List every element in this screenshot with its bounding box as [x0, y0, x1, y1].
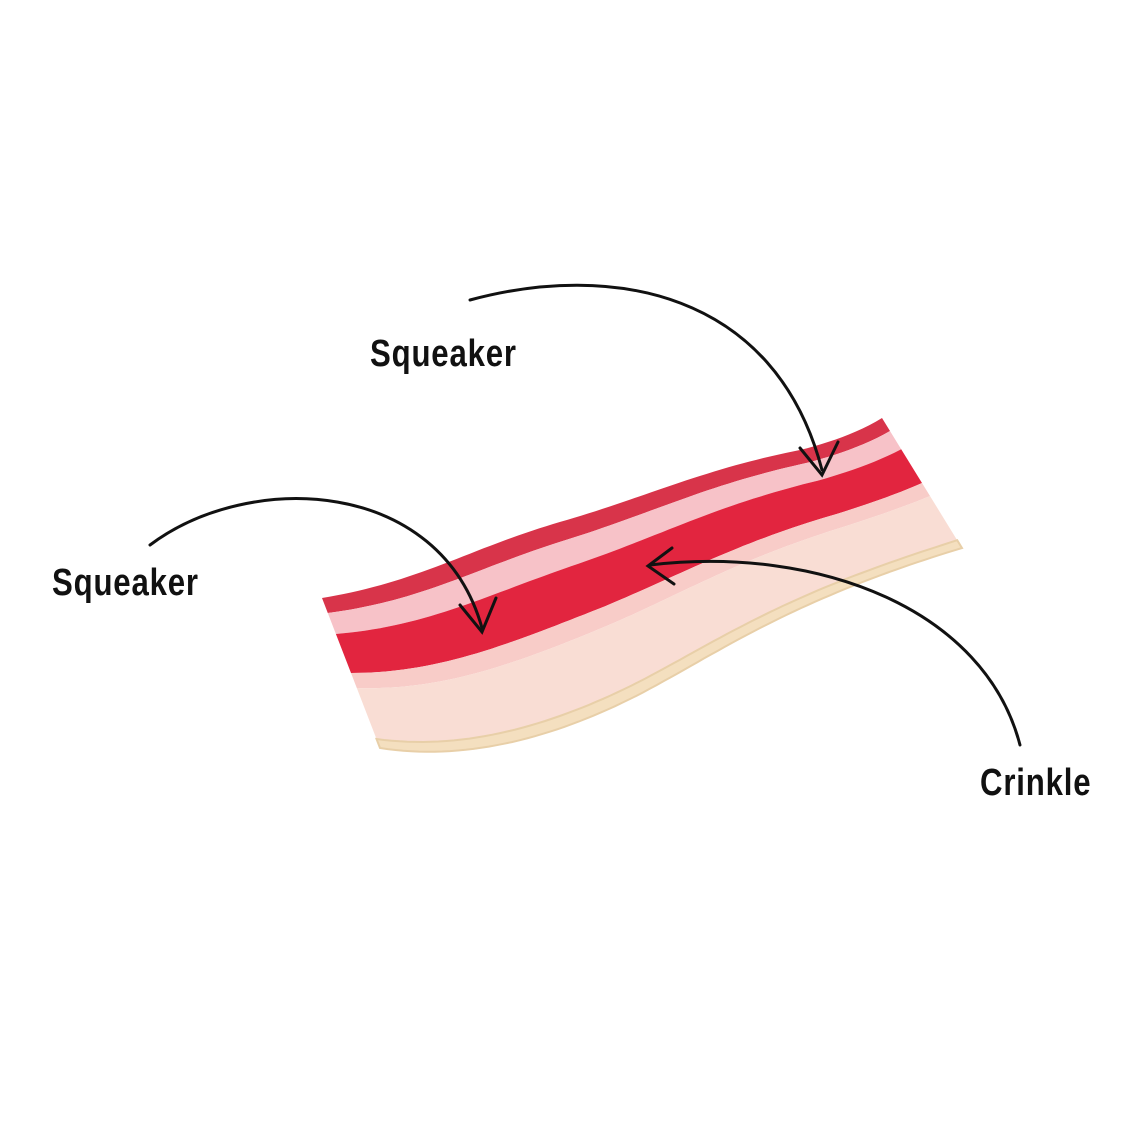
label-squeaker-left: Squeaker [52, 562, 199, 604]
band-light-pink [351, 483, 930, 689]
arrow-squeaker-top [468, 283, 824, 472]
arrow-crinkle [648, 559, 1022, 747]
band-red [335, 449, 922, 673]
arrowhead-crinkle [645, 546, 676, 586]
arrow-squeaker-left [148, 497, 484, 630]
band-trim [374, 539, 964, 753]
bacon-stripes [322, 418, 964, 753]
label-squeaker-top: Squeaker [370, 333, 517, 375]
band-pink [327, 431, 902, 634]
band-cream [356, 496, 958, 742]
arrowhead-squeaker-left [458, 596, 498, 635]
label-crinkle: Crinkle [980, 762, 1092, 804]
band-dark-red [322, 418, 890, 613]
arrowhead-squeaker-top [798, 440, 840, 478]
